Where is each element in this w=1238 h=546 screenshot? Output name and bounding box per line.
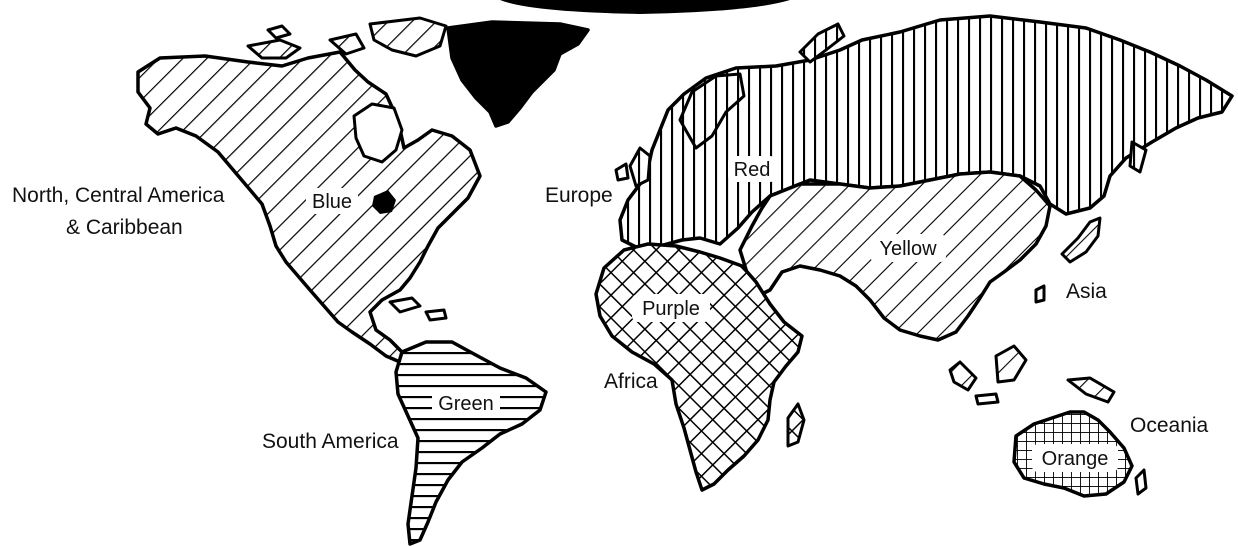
label-europe: Europe: [545, 184, 613, 207]
label-north-america-line2: & Caribbean: [66, 216, 183, 239]
label-yellow: Yellow: [879, 238, 937, 260]
region-south-america-shape: [394, 340, 548, 546]
caribbean-islands-shape-2: [424, 308, 448, 322]
new-guinea-shape: [1066, 376, 1116, 404]
new-zealand-shape: [1134, 468, 1148, 496]
label-blue-backing: [306, 188, 358, 214]
taiwan-shape: [1034, 284, 1046, 304]
british-isles-shape: [628, 146, 652, 188]
label-asia: Asia: [1066, 280, 1107, 303]
label-africa: Africa: [604, 370, 658, 393]
label-north-america: North, Central America: [12, 184, 225, 207]
indonesia-islands-shape-3: [974, 392, 1000, 406]
caribbean-islands-shape: [388, 296, 422, 314]
label-south-america: South America: [262, 430, 399, 453]
label-red: Red: [734, 159, 771, 181]
label-green-backing: [432, 390, 500, 416]
label-blue: Blue: [312, 191, 352, 213]
indonesia-islands-shape: [948, 360, 978, 392]
arctic-islands-shape-2: [368, 16, 448, 58]
label-oceania: Oceania: [1130, 414, 1209, 437]
greenland-shape: [446, 20, 590, 128]
label-purple-backing: [632, 294, 710, 322]
novaya-zemlya-shape: [798, 22, 846, 64]
arctic-islands-shape: [246, 38, 302, 60]
arctic-islands-shape-3: [328, 32, 366, 56]
kamchatka-shape: [1128, 140, 1148, 174]
madagascar-shape: [786, 402, 806, 448]
hudson-bay-shape: [352, 102, 404, 164]
arctic-islands-shape-4: [266, 24, 292, 40]
label-red-backing: [728, 156, 776, 182]
region-europe-asia-shape: [618, 14, 1234, 250]
label-purple: Purple: [642, 298, 700, 320]
great-lakes-shape: [372, 190, 396, 214]
top-frame-arc: [500, 0, 790, 14]
label-green: Green: [438, 393, 494, 415]
japan-shape: [1060, 216, 1102, 264]
ireland-shape: [614, 162, 630, 182]
label-orange: Orange: [1042, 448, 1109, 470]
indonesia-islands-shape-2: [994, 344, 1028, 384]
label-yellow-backing: [870, 234, 946, 262]
scandinavia-shape: [678, 72, 746, 150]
label-orange-backing: [1032, 444, 1118, 472]
